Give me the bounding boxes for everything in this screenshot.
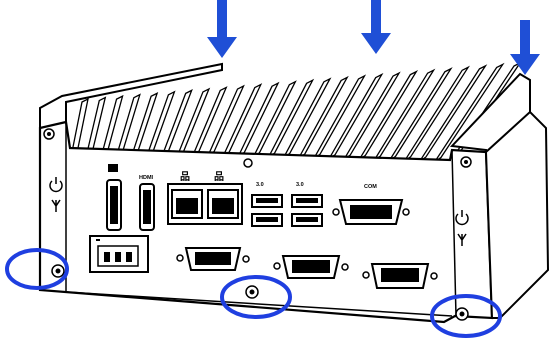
- usb-label: 3.0: [256, 182, 264, 188]
- screw-icon: [460, 156, 472, 168]
- screw-icon: [245, 285, 259, 299]
- screw-highlight-circle: [220, 275, 292, 319]
- heatsink-fin: [266, 78, 315, 160]
- heatsink-fin: [328, 72, 384, 160]
- side-panel: [484, 110, 550, 319]
- screw-highlight-circle: [430, 294, 502, 338]
- heatsink-fin: [358, 70, 419, 161]
- arrow-down-icon: [510, 20, 540, 75]
- com-port-top: COM: [332, 184, 410, 225]
- arrow-down-icon: [361, 0, 391, 54]
- arrow-down-icon: [207, 0, 237, 58]
- heatsink-fin: [419, 64, 488, 162]
- heatsink-fin: [434, 62, 505, 163]
- lan-icon: 品: [214, 171, 224, 183]
- power-icon: [455, 210, 469, 226]
- heatsink-fin: [251, 80, 297, 159]
- heatsink-fin: [298, 75, 349, 159]
- dc-terminal-block: [89, 235, 149, 273]
- hdmi-label: HDMI: [139, 175, 154, 181]
- screw-icon: [243, 158, 253, 168]
- heatsink-fin: [86, 96, 107, 154]
- bottom-edge: [65, 291, 453, 317]
- usb-ports-right: 3.0: [291, 182, 323, 227]
- usb-ports-left: 3.0: [251, 182, 283, 227]
- heatsink-fin: [313, 74, 367, 159]
- front-edge-right: [451, 149, 457, 317]
- heatsink: [71, 61, 522, 163]
- heatsink-fin: [206, 84, 245, 158]
- heatsink-fin: [191, 86, 228, 157]
- power-icon: [49, 177, 63, 193]
- screw-icon: [51, 264, 65, 278]
- heatsink-fin: [283, 77, 332, 159]
- heatsink-fin: [373, 68, 436, 161]
- heatsink-fin: [404, 65, 470, 162]
- heatsink-fin: [176, 87, 211, 157]
- screw-icon: [43, 128, 55, 140]
- heatsink-fin: [388, 67, 453, 161]
- com-port-1: [176, 247, 250, 271]
- com-port-2: [273, 255, 349, 279]
- hdmi-port: HDMI: [139, 175, 155, 231]
- heatsink-fin: [71, 97, 89, 154]
- antenna-icon: [51, 199, 61, 212]
- com-port-3: [362, 263, 438, 289]
- screw-icon: [455, 307, 469, 321]
- antenna-icon: [457, 233, 467, 246]
- lan-icon: 品: [180, 171, 190, 183]
- lan-ports: 品 品: [167, 171, 243, 225]
- screw-highlight-circle: [5, 248, 69, 290]
- display-port: [106, 164, 122, 231]
- heatsink-fin: [343, 71, 401, 160]
- usb-label: 3.0: [296, 182, 304, 188]
- com-label: COM: [364, 184, 377, 190]
- heatsink-fin: [236, 81, 280, 159]
